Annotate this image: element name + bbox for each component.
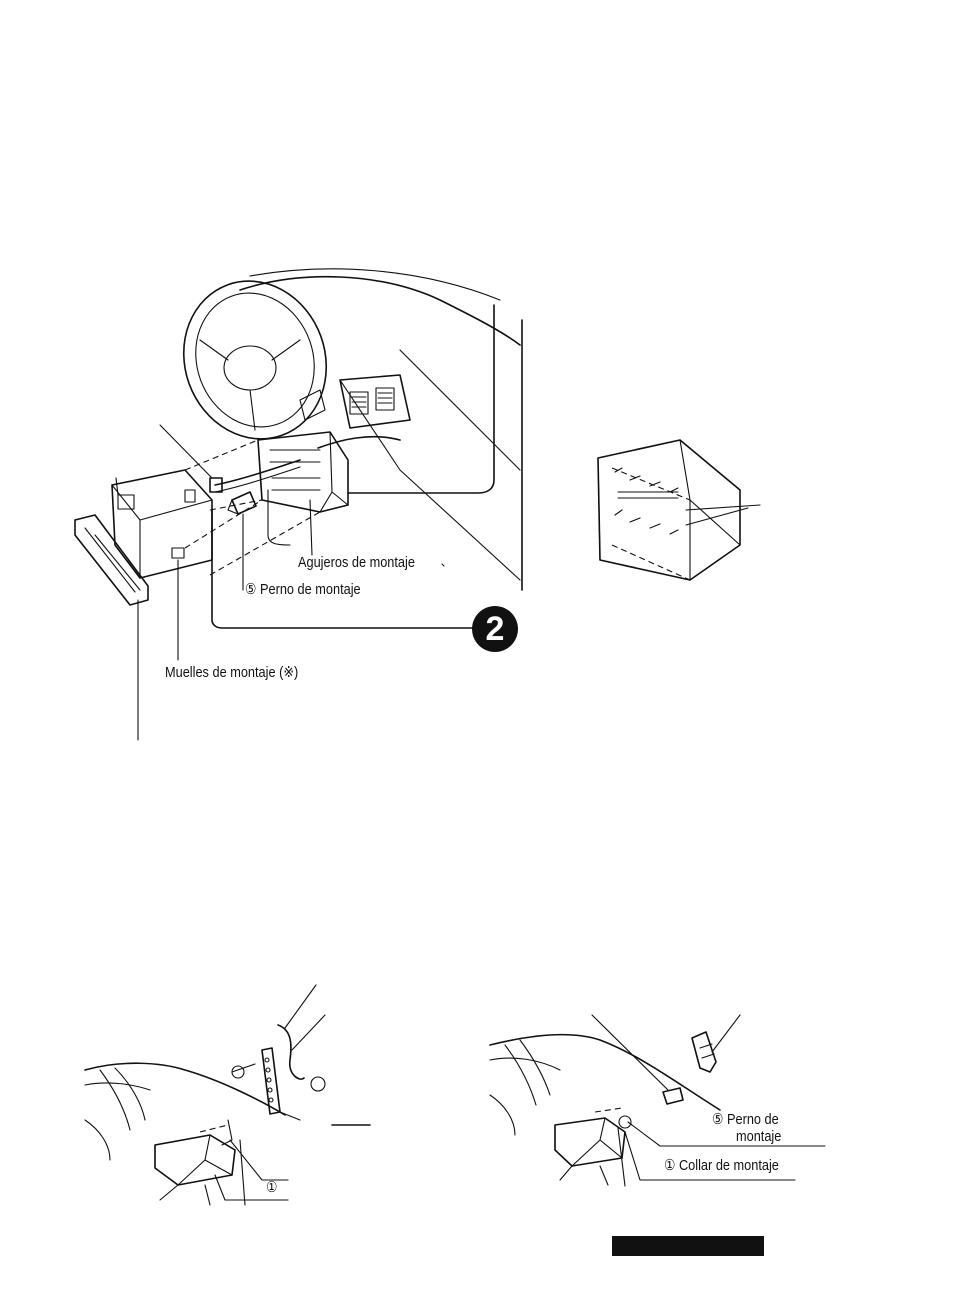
label-mounting-bolt-bottom-2: montaje xyxy=(736,1128,781,1145)
steering-wheel-icon xyxy=(162,261,348,459)
label-mounting-holes: Agujeros de montaje xyxy=(298,554,415,571)
label-mounting-springs: Muelles de montaje (※) xyxy=(165,663,298,681)
radio-chassis-icon xyxy=(112,470,212,578)
air-vent-icon xyxy=(340,375,410,428)
label-mounting-bolt: ⑤ Perno de montaje xyxy=(245,580,361,598)
step-2-badge: 2 xyxy=(472,606,518,652)
label-mounting-bolt-bottom: ⑤ Perno de xyxy=(712,1110,779,1128)
label-mounting-collar: ① Collar de montaje xyxy=(664,1156,779,1174)
label-collar-number: ① xyxy=(266,1178,277,1196)
footer-bar xyxy=(612,1236,764,1256)
mounting-sleeve-icon xyxy=(258,432,400,512)
mounting-bolt-icon xyxy=(228,492,256,514)
trim-plate-icon xyxy=(75,515,148,605)
